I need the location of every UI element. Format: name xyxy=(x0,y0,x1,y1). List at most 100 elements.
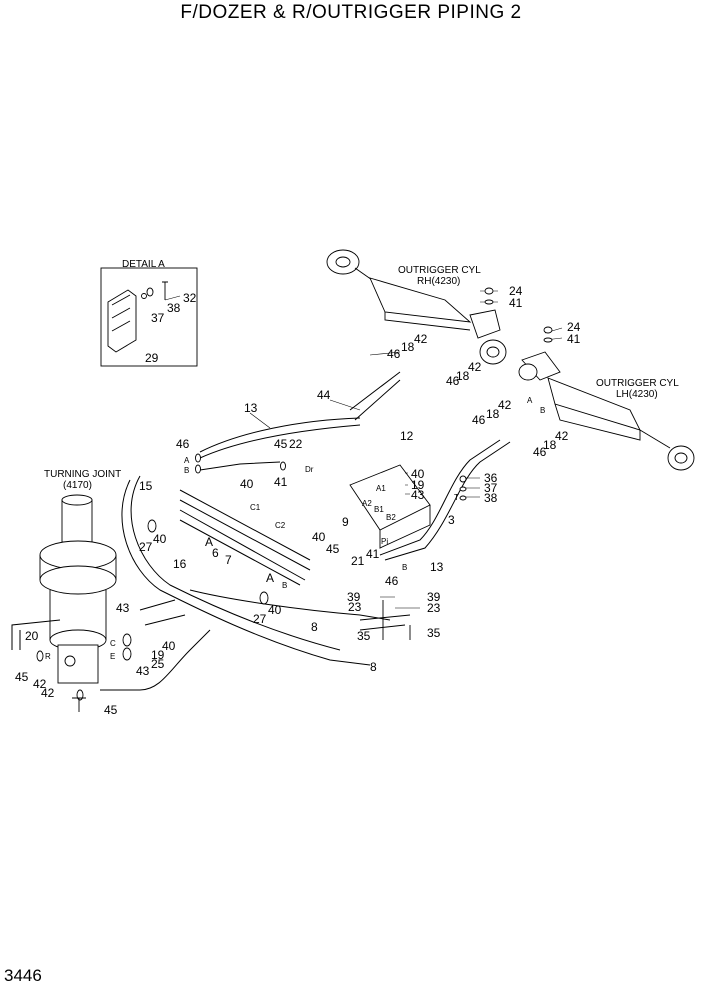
port-a2: A2 xyxy=(362,499,372,508)
callout-18: 18 xyxy=(486,407,500,421)
callout-39: 39 xyxy=(347,590,361,604)
callout-45: 45 xyxy=(15,670,29,684)
port-a: A xyxy=(184,456,190,465)
callout-46: 46 xyxy=(387,347,401,361)
o-ring-symbols xyxy=(36,287,553,712)
callout-43: 43 xyxy=(136,664,150,678)
callout-46: 46 xyxy=(385,574,399,588)
callout-42: 42 xyxy=(468,360,482,374)
callout-23: 23 xyxy=(427,601,441,615)
outrigger-rh-label: OUTRIGGER CYL xyxy=(398,265,481,276)
callout-42: 42 xyxy=(498,398,512,412)
callout-41: 41 xyxy=(366,547,380,561)
callout-22: 22 xyxy=(289,437,303,451)
callout-20: 20 xyxy=(25,629,39,643)
port-a1: A1 xyxy=(376,484,386,493)
turning-joint-ref: (4170) xyxy=(63,480,92,491)
callout-12: 12 xyxy=(400,429,414,443)
port-a: A xyxy=(205,535,213,549)
port-b: B xyxy=(184,466,189,475)
callout-23: 23 xyxy=(348,600,362,614)
callout-39: 39 xyxy=(427,590,441,604)
callout-27: 27 xyxy=(139,540,153,554)
callout-37: 37 xyxy=(484,481,498,495)
callout-40: 40 xyxy=(240,477,254,491)
callout-15: 15 xyxy=(139,479,153,493)
port-b: B xyxy=(402,563,407,572)
callout-18: 18 xyxy=(456,369,470,383)
callout-19: 19 xyxy=(411,478,425,492)
port-r: R xyxy=(45,652,51,661)
callout-35: 35 xyxy=(427,626,441,640)
callout-40: 40 xyxy=(411,467,425,481)
callout-41: 41 xyxy=(567,332,581,346)
port-marks: A A A A B B B B C1 C2 Dr A1 A2 B1 B2 Pi … xyxy=(45,396,545,661)
callout-25: 25 xyxy=(151,657,165,671)
turning-joint-label: TURNING JOINT xyxy=(44,469,121,480)
callout-40: 40 xyxy=(153,532,167,546)
callout-46: 46 xyxy=(176,437,190,451)
callout-32: 32 xyxy=(183,291,197,305)
callout-13: 13 xyxy=(430,560,444,574)
port-pi: Pi xyxy=(381,537,388,546)
turning-joint: TURNING JOINT (4170) xyxy=(39,469,121,684)
callout-18: 18 xyxy=(401,340,415,354)
callout-44: 44 xyxy=(317,388,331,402)
page-number: 3446 xyxy=(4,966,42,985)
callout-40: 40 xyxy=(268,603,282,617)
callout-13: 13 xyxy=(244,401,258,415)
callout-42: 42 xyxy=(41,686,55,700)
callout-46: 46 xyxy=(472,413,486,427)
port-c1: C1 xyxy=(250,503,261,512)
port-b: B xyxy=(540,406,545,415)
callout-29: 29 xyxy=(145,351,159,365)
callout-27: 27 xyxy=(253,612,267,626)
callout-38: 38 xyxy=(167,301,181,315)
port-b1: B1 xyxy=(374,505,384,514)
callout-41: 41 xyxy=(274,475,288,489)
callout-19: 19 xyxy=(151,648,165,662)
callout-21: 21 xyxy=(351,554,365,568)
callout-8: 8 xyxy=(311,620,318,634)
detail-a-inset: DETAIL A xyxy=(100,259,198,367)
callout-43: 43 xyxy=(411,488,425,502)
callout-43: 43 xyxy=(116,601,130,615)
port-e: E xyxy=(110,652,115,661)
control-valve xyxy=(349,464,431,549)
callout-41: 41 xyxy=(509,296,523,310)
callout-36: 36 xyxy=(484,471,498,485)
port-a: A xyxy=(266,571,274,585)
callout-42: 42 xyxy=(555,429,569,443)
port-t: T xyxy=(454,493,459,502)
callout-6: 6 xyxy=(212,546,219,560)
outrigger-rh-ref: RH(4230) xyxy=(417,276,460,287)
callout-40: 40 xyxy=(312,530,326,544)
callout-24: 24 xyxy=(509,284,523,298)
callout-42: 42 xyxy=(33,677,47,691)
port-dr: Dr xyxy=(305,465,314,474)
callout-18: 18 xyxy=(543,438,557,452)
port-a: A xyxy=(527,396,533,405)
detail-a-label: DETAIL A xyxy=(122,259,165,270)
callout-3: 3 xyxy=(448,513,455,527)
callout-9: 9 xyxy=(342,515,349,529)
callout-35: 35 xyxy=(357,629,371,643)
callout-16: 16 xyxy=(173,557,187,571)
port-b: B xyxy=(282,581,287,590)
callout-45: 45 xyxy=(104,703,118,717)
outrigger-cylinder-lh: OUTRIGGER CYL LH(4230) xyxy=(518,351,695,471)
callout-40: 40 xyxy=(162,639,176,653)
callout-24: 24 xyxy=(567,320,581,334)
callout-numbers: 32 37 38 29 24 41 42 18 46 46 18 42 44 2… xyxy=(15,284,581,717)
leader-lines xyxy=(249,290,563,609)
callout-7: 7 xyxy=(225,553,232,567)
port-b2: B2 xyxy=(386,513,396,522)
callout-45: 45 xyxy=(274,437,288,451)
callout-46: 46 xyxy=(446,374,460,388)
diagram-title: F/DOZER & R/OUTRIGGER PIPING 2 xyxy=(180,2,522,23)
callout-8: 8 xyxy=(370,660,377,674)
outrigger-lh-label: OUTRIGGER CYL xyxy=(596,378,679,389)
port-c2: C2 xyxy=(275,521,286,530)
